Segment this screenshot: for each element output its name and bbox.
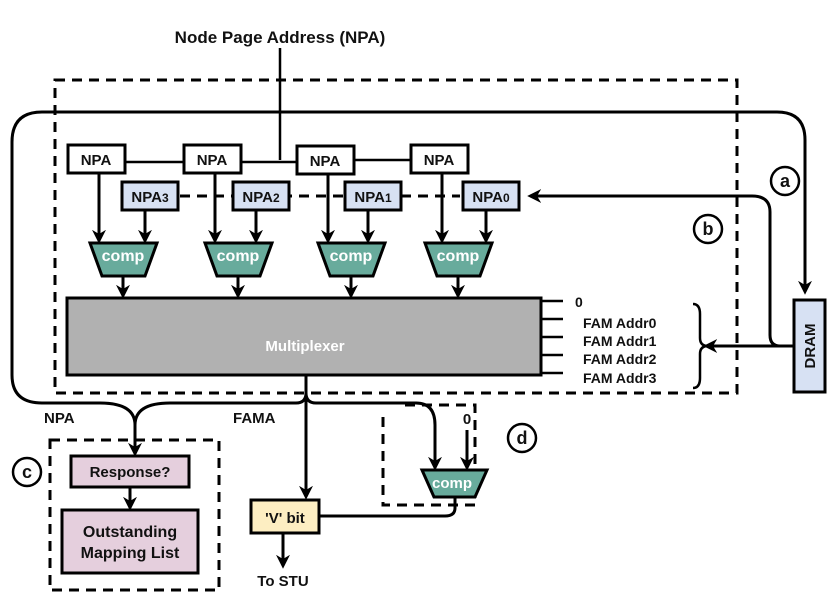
npa-box-label: NPA: [310, 153, 341, 170]
register-index: 2: [273, 191, 280, 205]
comparator-label: comp: [330, 248, 373, 265]
register-base: NPA: [472, 189, 503, 206]
npa-register-label: NPA1: [354, 189, 392, 206]
register-base: NPA: [242, 189, 273, 206]
v-bit: [249, 498, 321, 535]
npa-register-label: NPA0: [472, 189, 510, 206]
npa-register: [461, 180, 521, 212]
outstanding-label-2: Mapping List: [81, 545, 180, 562]
marker-b-label: b: [703, 219, 714, 239]
outstanding-label-1: Outstanding: [83, 524, 177, 541]
marker-b: [692, 213, 724, 245]
register-base: NPA: [354, 189, 385, 206]
comparator-label: comp: [217, 248, 260, 265]
register-index: 1: [385, 191, 392, 205]
npa-register-label: NPA3: [131, 189, 169, 206]
npa-register: [120, 180, 180, 212]
comparator: [202, 241, 275, 278]
marker-a: [769, 165, 801, 197]
npa-box-label: NPA: [424, 152, 455, 169]
marker-c: [11, 456, 43, 488]
comparator-label: comp: [102, 248, 145, 265]
signal-fama: FAMA: [233, 410, 276, 427]
npa-register: [343, 180, 403, 212]
wire-to-response: [133, 392, 308, 443]
mux-input-fam-addr0: FAM Addr0: [583, 315, 657, 331]
mux-input-0: 0: [575, 294, 583, 310]
comparator-d-label: comp: [432, 475, 472, 492]
to-stu-label: To STU: [257, 573, 308, 590]
npa-box-label: NPA: [81, 152, 112, 169]
v-bit-label: 'V' bit: [265, 510, 305, 527]
npa-box: [66, 143, 127, 175]
translation-unit-boundary: [53, 78, 739, 395]
outstanding-mapping-list: [60, 508, 200, 575]
npa-box: [295, 144, 356, 176]
marker-a-label: a: [780, 171, 791, 191]
wire-to-zero-comp: [304, 392, 437, 445]
comparator: [315, 241, 388, 278]
signal-npa: NPA: [44, 410, 75, 427]
register-index: 3: [162, 191, 169, 205]
comparator: [87, 241, 160, 278]
register-base: NPA: [131, 189, 162, 206]
marker-d-label: d: [517, 428, 528, 448]
dram: [792, 298, 827, 394]
mux-input-fam-addr3: FAM Addr3: [583, 370, 657, 386]
fam-addr-brace: [692, 302, 709, 390]
comparator-label: comp: [437, 248, 480, 265]
wire-comp-to-vbit: [319, 497, 457, 518]
npa-box: [182, 143, 243, 175]
mux-input-stubs: [541, 299, 563, 375]
marker-c-label: c: [22, 462, 32, 482]
box-d-boundary: [381, 403, 477, 507]
zero-constant: 0: [463, 411, 471, 428]
npa-register: [231, 180, 291, 212]
mux-input-fam-addr2: FAM Addr2: [583, 351, 657, 367]
marker-d: [506, 422, 538, 454]
comparator: [422, 241, 495, 278]
response-check: [69, 454, 191, 489]
wire-b: [533, 194, 793, 348]
npa-box: [409, 143, 470, 175]
dram-label: DRAM: [802, 324, 819, 369]
npa-register-label: NPA2: [242, 189, 280, 206]
mux-input-fam-addr1: FAM Addr1: [583, 333, 657, 349]
multiplexer-label: Multiplexer: [265, 338, 344, 355]
response-label: Response?: [90, 464, 171, 481]
register-index: 0: [503, 191, 510, 205]
title-npa: Node Page Address (NPA): [175, 28, 386, 47]
multiplexer: [65, 296, 543, 377]
npa-box-label: NPA: [197, 152, 228, 169]
comparator-d: [419, 468, 490, 499]
loop-wire-a: [10, 110, 807, 440]
